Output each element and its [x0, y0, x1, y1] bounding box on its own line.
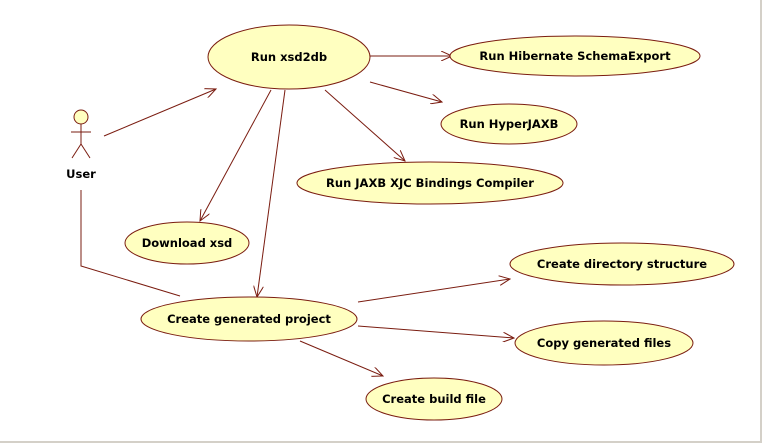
- use-case-run-hyperjaxb[interactable]: Run HyperJAXB: [440, 103, 578, 145]
- use-case-create-project[interactable]: Create generated project: [140, 296, 358, 342]
- dep-project-copy-files: [357, 325, 514, 338]
- dep-xsd2db-jaxb: [324, 89, 405, 161]
- use-case-label: Run Hibernate SchemaExport: [479, 49, 671, 63]
- use-case-copy-files[interactable]: Copy generated files: [514, 320, 694, 366]
- use-case-ellipse: [140, 296, 358, 342]
- use-case-ellipse: [365, 377, 503, 421]
- dep-xsd2db-hyperjaxb: [369, 81, 442, 102]
- dep-project-build-file: [299, 340, 383, 376]
- use-case-ellipse: [207, 24, 371, 90]
- actor-user[interactable]: User: [66, 109, 96, 181]
- dep-xsd2db-create-project: [257, 89, 286, 297]
- use-case-ellipse: [514, 320, 694, 366]
- assoc-user-run-xsd2db: [103, 89, 216, 137]
- use-case-ellipse: [509, 242, 735, 286]
- actor-right-leg: [80, 143, 91, 159]
- use-case-label: Download xsd: [142, 236, 233, 250]
- use-case-run-hibernate[interactable]: Run Hibernate SchemaExport: [449, 35, 701, 77]
- use-case-label: Copy generated files: [537, 336, 671, 350]
- associations: [80, 56, 514, 376]
- dep-xsd2db-download: [200, 89, 272, 221]
- use-case-label: Run xsd2db: [251, 50, 327, 64]
- use-case-label: Create build file: [382, 392, 486, 406]
- use-case-ellipse: [449, 35, 701, 77]
- use-case-label: Run HyperJAXB: [460, 117, 559, 131]
- canvas-right-edge: [760, 0, 762, 443]
- actor-head: [73, 109, 89, 125]
- use-case-label: Create generated project: [167, 312, 331, 326]
- use-case-run-xsd2db[interactable]: Run xsd2db: [207, 24, 371, 90]
- actor-left-leg: [71, 143, 82, 159]
- assoc-user-create-project: [80, 190, 181, 297]
- dep-project-create-dir: [357, 279, 510, 303]
- use-case-run-jaxb[interactable]: Run JAXB XJC Bindings Compiler: [296, 161, 564, 205]
- actor-label: User: [66, 167, 96, 181]
- use-case-ellipse: [440, 103, 578, 145]
- use-case-ellipse: [296, 161, 564, 205]
- use-case-create-dir[interactable]: Create directory structure: [509, 242, 735, 286]
- use-case-label: Create directory structure: [537, 257, 707, 271]
- use-case-ellipse: [124, 221, 250, 265]
- canvas-bottom-edge: [0, 441, 762, 443]
- use-case-create-build[interactable]: Create build file: [365, 377, 503, 421]
- use-case-label: Run JAXB XJC Bindings Compiler: [326, 176, 534, 190]
- use-case-download-xsd[interactable]: Download xsd: [124, 221, 250, 265]
